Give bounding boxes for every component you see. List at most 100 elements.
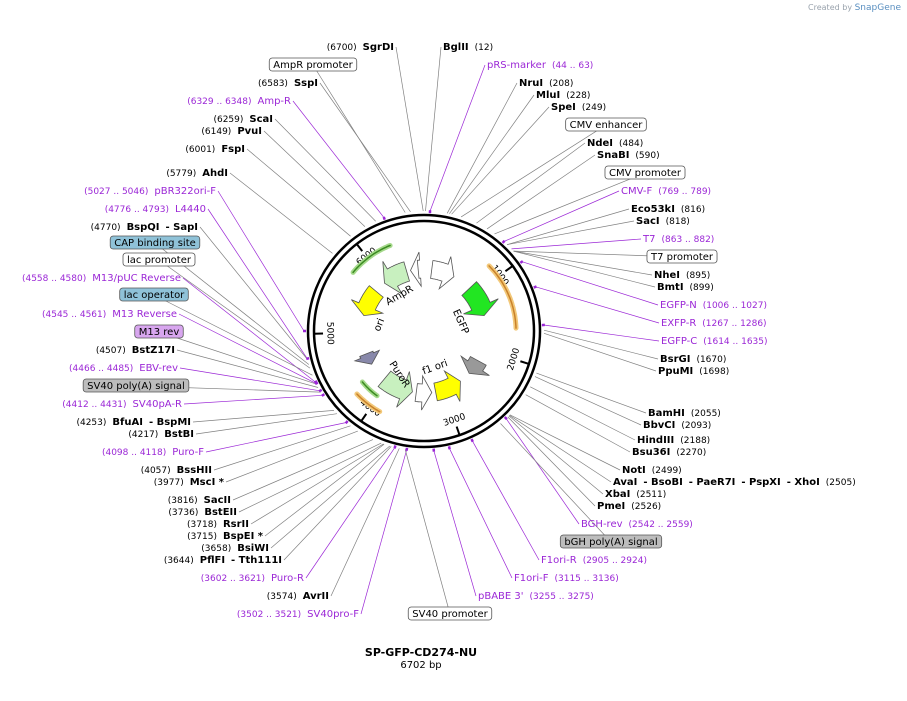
label-text: (2526) [631, 502, 661, 512]
label-text: - SapI [166, 222, 198, 233]
plasmid-length: 6702 bp [400, 660, 441, 671]
cmv-arrow [430, 256, 455, 291]
label-text: (2511) [636, 490, 666, 500]
leader-line [158, 331, 317, 385]
leader-line [500, 423, 612, 543]
primer-site-mark [318, 388, 323, 393]
tick-label: 3000 [442, 412, 467, 429]
label-text: (590) [635, 151, 659, 161]
leader-line [158, 259, 311, 369]
label-text: (895) [686, 271, 710, 281]
label-text: (6001) [185, 145, 215, 155]
label-rsrii: (3718)RsrII [187, 519, 249, 530]
label-text: EXFP-R [661, 318, 696, 329]
label-text: (4466 .. 4485) [69, 364, 133, 374]
label-text: (1614 .. 1635) [703, 337, 767, 347]
label-text: SV40pro-F [307, 609, 359, 620]
label-text: - PspXI [741, 477, 780, 488]
leader-line [451, 106, 550, 215]
label-text: (769 .. 789) [658, 187, 711, 197]
label-text: (4770) [91, 223, 121, 233]
leader-line [486, 154, 596, 230]
leader-line [263, 130, 366, 227]
label-sv40polya: SV40 poly(A) signal [82, 378, 190, 393]
label-text: NotI [622, 465, 646, 476]
leader-line [153, 294, 313, 376]
puror-inner-arc [361, 381, 378, 397]
label-scai: (6259)ScaI [213, 114, 273, 125]
primer-site-mark [305, 356, 310, 361]
label-text: MluI [536, 90, 560, 101]
primer-site-mark [344, 420, 349, 425]
label-text: SgrDI [363, 42, 394, 53]
leader-line [238, 442, 382, 513]
sv40-polya-arrow [353, 349, 381, 365]
label-text: (4253) [76, 418, 106, 428]
label-text: (3255 .. 3275) [530, 592, 594, 602]
ori-arrow [351, 285, 385, 317]
label-ndei: NdeI(484) [587, 138, 643, 149]
label-text: (3502 .. 3521) [237, 610, 301, 620]
label-text: (3718) [187, 520, 217, 530]
leader-line [229, 172, 333, 254]
puror-region-arc [356, 393, 381, 413]
label-prs-marker: pRS-marker(44 .. 63) [487, 60, 593, 71]
snapgene-logo: SnapGene [854, 3, 901, 13]
leader-line [274, 118, 376, 222]
label-text: (484) [619, 139, 643, 149]
leader-line [283, 446, 392, 561]
label-text: SpeI [551, 102, 576, 113]
leader-line [246, 148, 351, 237]
leader-line [460, 124, 607, 218]
label-text: Puro-F [172, 447, 204, 458]
label-purof: (4098 .. 4118) Puro-F [102, 447, 204, 458]
label-text: (2093) [681, 421, 711, 431]
feature-label-f1-ori: f1 ori [421, 358, 449, 377]
label-text: SacII [204, 495, 231, 506]
label-text: T7 promoter [650, 252, 714, 263]
label-text: (1267 .. 1286) [702, 319, 766, 329]
label-text: (3977) [154, 478, 184, 488]
label-snabi: SnaBI(590) [597, 150, 660, 161]
label-bspqi: (4770) BspQI - SapI [91, 222, 198, 233]
label-text: BspQI [127, 222, 160, 233]
label-text: (4098 .. 4118) [102, 448, 166, 458]
label-text: BsiWI [237, 543, 269, 554]
label-text: lac promoter [127, 255, 192, 266]
label-lac-operator: lac operator [119, 287, 189, 302]
leader-line [195, 413, 338, 435]
leader-line [192, 410, 335, 423]
label-bsiwi: (3658) BsiWI [201, 543, 269, 554]
label-text: L4440 [175, 204, 206, 215]
label-bmti: BmtI(899) [657, 282, 714, 293]
label-box [565, 117, 647, 132]
label-pbabe3: pBABE 3'(3255 .. 3275) [478, 591, 594, 602]
label-text: SspI [294, 78, 318, 89]
leader-line [513, 250, 656, 288]
label-box [646, 249, 718, 264]
label-text: M13/pUC Reverse [92, 273, 181, 284]
feature-label-ampr: AmpR [384, 284, 415, 308]
label-text: (2905 .. 2924) [583, 556, 647, 566]
label-t7-promoter: T7 promoter [646, 249, 718, 264]
label-text: (818) [666, 217, 690, 227]
label-m13puc: (4558 .. 4580)M13/pUC Reverse [22, 273, 181, 284]
label-text: (6700) [327, 43, 357, 53]
label-text: (6259) [213, 115, 243, 125]
leader-line [509, 415, 612, 483]
label-sacii: (3816)SacII [168, 495, 231, 506]
label-text: CAP binding site [114, 238, 196, 249]
leader-line [182, 277, 316, 383]
label-text: (4217) [128, 430, 158, 440]
label-text: (3658) [201, 544, 231, 554]
label-mlui: MluI(228) [536, 90, 590, 101]
label-text: T7 [642, 234, 655, 245]
leader-line [250, 443, 384, 525]
leader-line [543, 332, 657, 372]
backbone-ring [306, 213, 542, 449]
tick-mark [520, 360, 530, 365]
leader-line [178, 313, 317, 384]
label-text: (2270) [676, 448, 706, 458]
label-sspi: (6583)SspI [258, 78, 318, 89]
